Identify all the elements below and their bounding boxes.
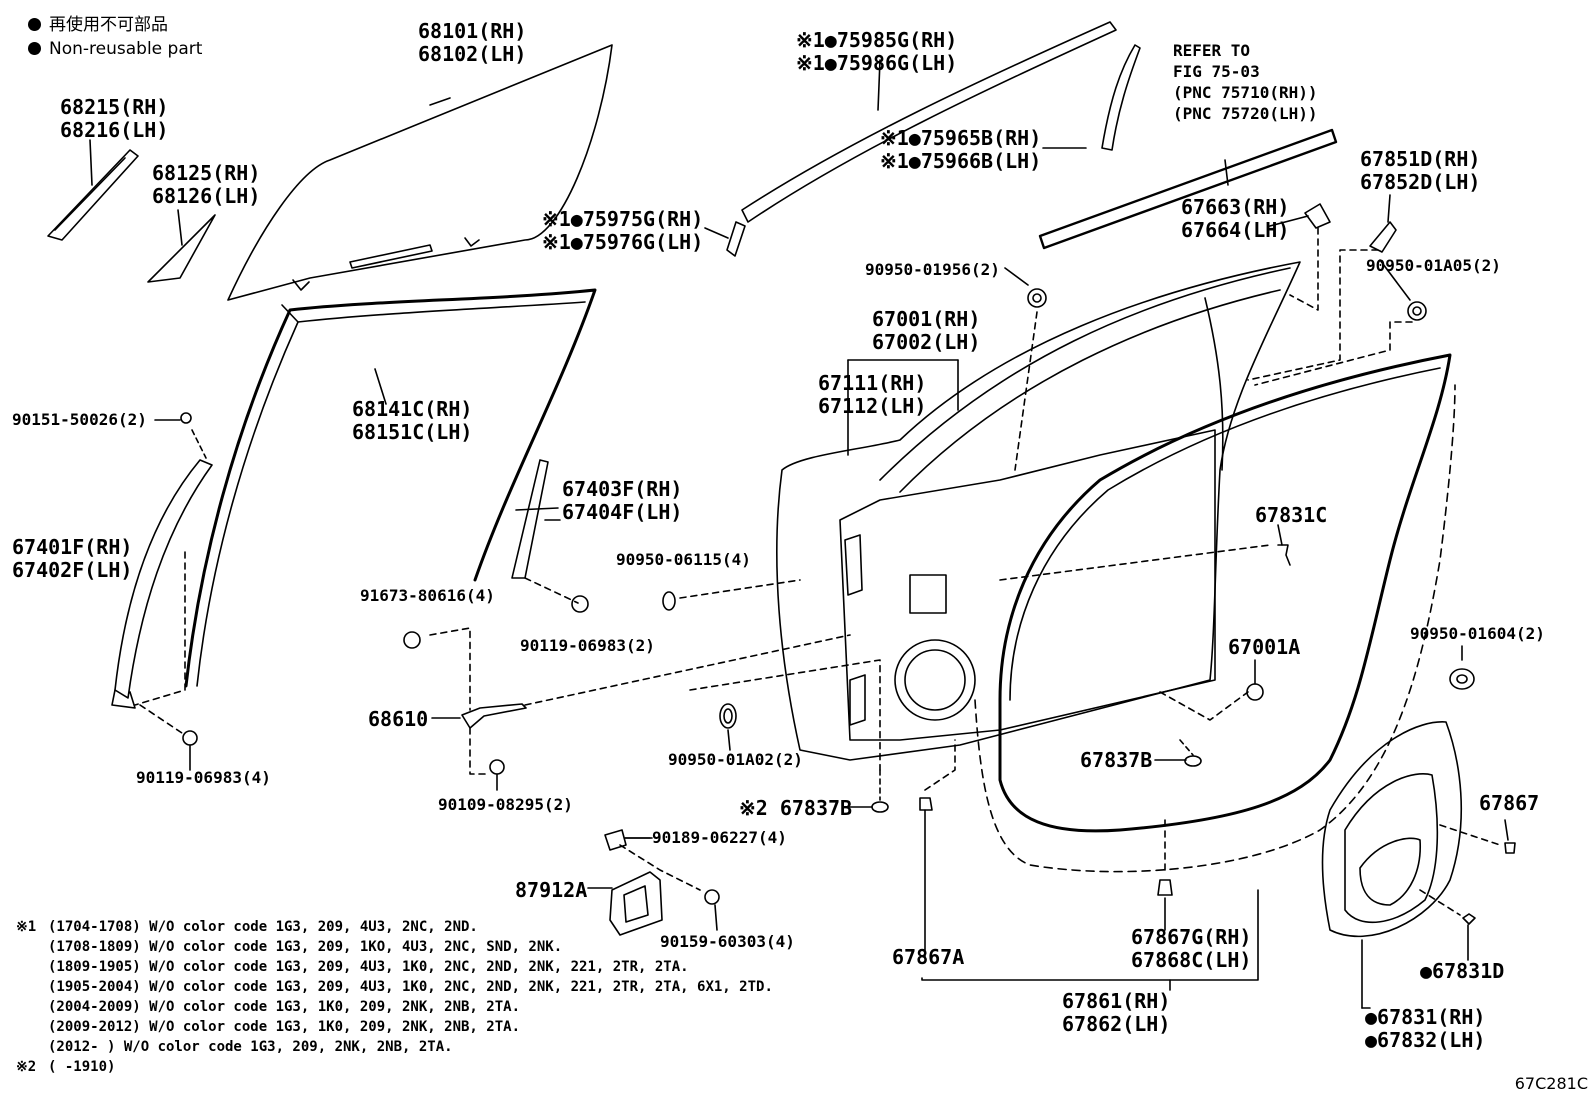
bullet-icon [28, 42, 41, 55]
part-label-67111: 67111(RH)67112(LH) [818, 371, 927, 418]
part-label-75985g: ※1●75985G(RH)※1●75986G(LH) [796, 28, 958, 75]
door-frame-channel [184, 288, 597, 688]
run-channel-front [114, 459, 213, 699]
quarter-seal [47, 149, 139, 241]
footnote-row: (2009-2012) W/O color code 1G3, 1K0, 209… [48, 1019, 521, 1035]
part-label-67663: 67663(RH)67664(LH) [1181, 195, 1290, 242]
belt-molding-outer [1038, 128, 1338, 250]
door-check [461, 703, 527, 729]
part-label-68215: 68215(RH)68216(LH) [60, 95, 169, 142]
footnote-row: ※1(1704-1708) W/O color code 1G3, 209, 4… [16, 919, 478, 935]
door-shell [776, 261, 1301, 761]
door-weatherstrip [998, 353, 1452, 833]
part-label-68101: 68101(RH)68102(LH) [418, 19, 527, 66]
part-label-68141c: 68141C(RH)68151C(LH) [352, 397, 473, 444]
part-label-67831c: 67831C [1255, 503, 1328, 527]
part-label-90159-60303: 90159-60303(4) [660, 932, 795, 951]
part-label-67001a: 67001A [1228, 635, 1301, 659]
part-label-90950-01604: 90950-01604(2) [1410, 624, 1545, 643]
quarter-glass [147, 214, 216, 283]
part-label-67867g: 67867G(RH)67868C(LH) [1131, 925, 1252, 972]
footnote-row: (1905-2004) W/O color code 1G3, 209, 4U3… [48, 979, 773, 995]
footnote-row: (1708-1809) W/O color code 1G3, 209, 1KO… [48, 939, 563, 955]
run-channel-rear [511, 459, 549, 579]
belt-molding-upper [741, 21, 1117, 223]
part-label-75975g: ※1●75975G(RH)※1●75976G(LH) [542, 207, 704, 254]
door-glass [227, 44, 613, 301]
figure-code: 67C281C [1514, 1074, 1588, 1093]
part-label-75965b: ※1●75965B(RH)※1●75966B(LH) [880, 126, 1042, 173]
part-label-67861: 67861(RH)67862(LH) [1062, 989, 1171, 1036]
bullet-icon [28, 18, 41, 31]
part-label-67867a: 67867A [892, 945, 965, 969]
part-label-90119-06983-4: 90119-06983(4) [136, 768, 271, 787]
part-label-90950-01a02: 90950-01A02(2) [668, 750, 803, 769]
part-label-87912a: 87912A [515, 878, 588, 902]
legend-item-en: Non-reusable part [28, 36, 202, 62]
refer-to-note: REFER TO FIG 75-03 (PNC 75710(RH)) (PNC … [1173, 41, 1318, 123]
part-label-67851d: 67851D(RH)67852D(LH) [1360, 147, 1481, 194]
footnote-row: (2004-2009) W/O color code 1G3, 1K0, 209… [48, 999, 521, 1015]
part-label-68610: 68610 [368, 707, 429, 731]
part-label-67837b: 67837B [1080, 748, 1153, 772]
footnote-row: ※2( -1910) [16, 1059, 116, 1075]
part-label-90950-01956: 90950-01956(2) [865, 260, 1000, 279]
legend: 再使用不可部品 Non-reusable part [28, 12, 202, 62]
part-label-67403f: 67403F(RH)67404F(LH) [562, 477, 683, 524]
part-label-90950-01a05: 90950-01A05(2) [1366, 256, 1501, 275]
part-label-67831d: ●67831D [1420, 959, 1505, 983]
bracket-87912a [609, 871, 663, 936]
part-label-68125: 68125(RH)68126(LH) [152, 161, 261, 208]
part-label-90119-06983-2: 90119-06983(2) [520, 636, 655, 655]
part-label-67831: ●67831(RH)●67832(LH) [1365, 1005, 1486, 1052]
part-label-67837b-2: ※2 67837B [739, 796, 853, 820]
footnotes: ※1(1704-1708) W/O color code 1G3, 209, 4… [16, 917, 773, 1077]
footnote-row: (2012- ) W/O color code 1G3, 209, 2NK, 2… [48, 1039, 453, 1055]
part-label-67401f: 67401F(RH)67402F(LH) [12, 535, 133, 582]
part-label-90950-06115: 90950-06115(4) [616, 550, 751, 569]
part-label-90189-06227: 90189-06227(4) [652, 828, 787, 847]
part-label-90151-50026: 90151-50026(2) [12, 410, 147, 429]
service-hole-cover [1321, 721, 1463, 938]
part-label-67867: 67867 [1479, 791, 1540, 815]
legend-item-jp: 再使用不可部品 [28, 12, 202, 38]
part-label-67001: 67001(RH)67002(LH) [872, 307, 981, 354]
footnote-row: (1809-1905) W/O color code 1G3, 209, 4U3… [48, 959, 689, 975]
part-label-91673-80616: 91673-80616(4) [360, 586, 495, 605]
part-label-90109-08295: 90109-08295(2) [438, 795, 573, 814]
